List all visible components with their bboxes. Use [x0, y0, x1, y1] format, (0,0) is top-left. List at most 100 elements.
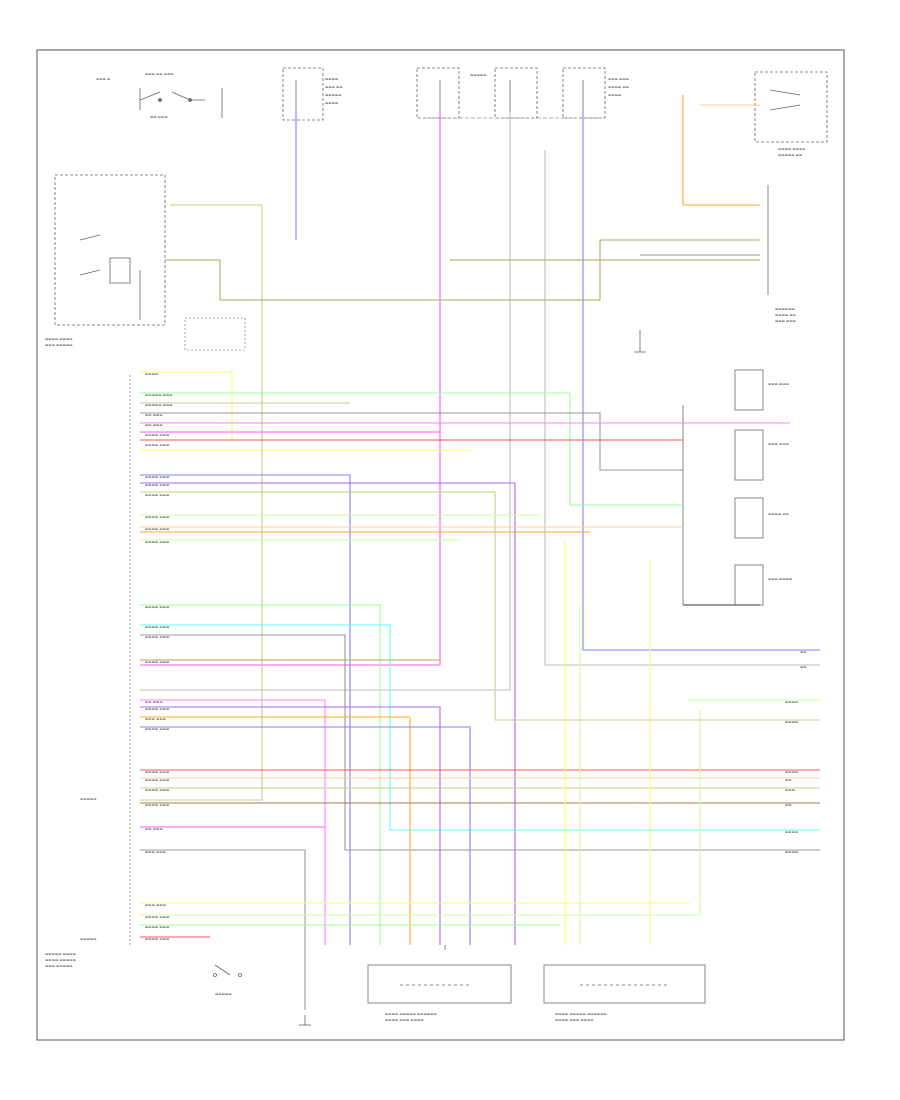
ignition-switch: ▬▬▬ ▬ ▬▬▬ ▬▬ ▬▬▬ ▬▬ ▬▬▬	[96, 72, 223, 119]
wire-gray-2	[544, 150, 820, 666]
svg-text:▬▬▬▬ ▬▬▬: ▬▬▬▬ ▬▬▬	[145, 770, 169, 774]
svg-text:▬▬: ▬▬	[800, 665, 807, 669]
wire-gray-4	[140, 412, 683, 471]
right-edge-labels: ▬▬ ▬▬ ▬▬▬▬ ▬▬▬▬ ▬▬▬▬ ▬▬ ▬▬▬ ▬▬ ▬▬▬▬ ▬▬▬▬	[785, 650, 807, 854]
svg-text:▬▬▬▬: ▬▬▬▬	[785, 700, 798, 704]
svg-text:▬▬ ▬▬▬: ▬▬ ▬▬▬	[145, 827, 163, 831]
hot-fuse-1: ▬▬▬▬ ▬▬▬ ▬▬ ▬▬▬▬▬ ▬▬▬▬	[282, 67, 343, 121]
wire-blue-4	[140, 726, 471, 945]
wire-green-1	[140, 392, 683, 506]
wire-gray-1	[140, 112, 511, 691]
svg-text:▬▬▬▬: ▬▬▬▬	[145, 372, 158, 376]
svg-text:▬▬▬▬: ▬▬▬▬	[785, 770, 798, 774]
svg-text:▬▬▬▬ ▬▬▬: ▬▬▬▬ ▬▬▬	[145, 443, 169, 447]
wire-violet-1	[140, 482, 516, 945]
svg-text:▬▬: ▬▬	[785, 803, 792, 807]
pcm-right: ▬▬▬▬▬▬ ▬▬▬▬ ▬▬ ▬▬▬ ▬▬▬	[767, 185, 796, 323]
speed-sensor-left: ▬▬▬▬ ▬▬▬▬▬ ▬▬▬▬▬▬ ▬▬▬▬ ▬▬▬ ▬▬▬▬	[367, 964, 512, 1022]
svg-text:▬▬▬▬ ▬▬▬: ▬▬▬▬ ▬▬▬	[145, 915, 169, 919]
svg-text:▬▬▬ ▬▬▬: ▬▬▬ ▬▬▬	[775, 319, 796, 323]
svg-text:▬▬▬▬ ▬▬▬▬▬: ▬▬▬▬ ▬▬▬▬▬	[45, 958, 76, 962]
svg-text:▬▬▬▬▬: ▬▬▬▬▬	[80, 797, 97, 801]
svg-text:▬▬▬▬ ▬▬▬: ▬▬▬▬ ▬▬▬	[145, 635, 169, 639]
svg-text:▬▬▬ ▬▬▬: ▬▬▬ ▬▬▬	[768, 442, 789, 446]
svg-text:▬▬▬▬: ▬▬▬▬	[785, 850, 798, 854]
hot-fuse-3: ▬▬▬ ▬▬▬ ▬▬▬▬ ▬▬ ▬▬▬▬	[494, 67, 629, 119]
svg-text:▬▬ ▬▬▬: ▬▬ ▬▬▬	[145, 423, 163, 427]
svg-text:▬▬▬▬▬: ▬▬▬▬▬	[80, 937, 97, 941]
svg-text:▬▬ ▬▬▬: ▬▬ ▬▬▬	[145, 700, 163, 704]
transmission-range-sensor: ▬▬▬▬ ▬▬▬▬ ▬▬▬▬▬ ▬▬	[754, 71, 828, 157]
torque-converter-clutch-solenoid: ▬▬▬▬ ▬▬	[734, 497, 789, 539]
svg-text:▬▬▬ ▬▬▬: ▬▬▬ ▬▬▬	[145, 903, 166, 907]
svg-text:▬▬▬▬ ▬▬▬: ▬▬▬▬ ▬▬▬	[145, 925, 169, 929]
svg-text:▬▬▬▬ ▬▬▬ ▬▬▬▬: ▬▬▬▬ ▬▬▬ ▬▬▬▬	[555, 1018, 594, 1022]
svg-text:▬▬ ▬▬▬: ▬▬ ▬▬▬	[145, 413, 163, 417]
pressure-control-solenoid: ▬▬▬ ▬▬▬▬	[734, 564, 792, 606]
svg-text:▬▬▬▬ ▬▬▬: ▬▬▬▬ ▬▬▬	[145, 660, 169, 664]
overdrive-switch: ▬▬▬▬▬	[213, 964, 242, 996]
svg-text:▬▬▬ ▬▬▬▬▬: ▬▬▬ ▬▬▬▬▬	[45, 343, 73, 347]
fuse-box-top-left	[184, 317, 246, 351]
svg-text:▬▬▬▬▬: ▬▬▬▬▬	[215, 992, 232, 996]
svg-text:▬▬▬▬ ▬▬▬▬▬ ▬▬▬▬▬▬: ▬▬▬▬ ▬▬▬▬▬ ▬▬▬▬▬▬	[385, 1012, 437, 1016]
svg-text:▬▬▬▬ ▬▬▬: ▬▬▬▬ ▬▬▬	[145, 475, 169, 479]
svg-text:▬▬▬▬ ▬▬▬: ▬▬▬▬ ▬▬▬	[145, 540, 169, 544]
svg-text:▬▬▬▬ ▬▬▬▬: ▬▬▬▬ ▬▬▬▬	[778, 147, 806, 151]
svg-text:▬▬: ▬▬	[785, 778, 792, 782]
svg-text:▬▬▬▬▬ ▬▬▬: ▬▬▬▬▬ ▬▬▬	[145, 403, 173, 407]
wire-violet-2	[140, 706, 441, 945]
diagram-frame	[36, 49, 845, 1041]
wire-lightgreen-2	[140, 710, 701, 916]
svg-text:▬▬▬▬ ▬▬: ▬▬▬▬ ▬▬	[775, 313, 796, 317]
svg-text:▬▬▬ ▬▬ ▬▬▬: ▬▬▬ ▬▬ ▬▬▬	[145, 72, 174, 76]
svg-text:▬▬▬ ▬: ▬▬▬ ▬	[96, 77, 110, 81]
wire-green-3	[140, 604, 381, 945]
wire-tan-3	[140, 491, 820, 721]
wire-blue-3	[140, 474, 351, 945]
svg-text:▬▬▬▬ ▬▬▬: ▬▬▬▬ ▬▬▬	[145, 483, 169, 487]
svg-text:▬▬▬▬ ▬▬▬: ▬▬▬▬ ▬▬▬	[145, 803, 169, 807]
svg-text:▬▬▬▬ ▬▬▬: ▬▬▬▬ ▬▬▬	[145, 433, 169, 437]
wire-olive-1	[165, 239, 760, 301]
svg-text:▬▬▬▬ ▬▬: ▬▬▬▬ ▬▬	[608, 85, 629, 89]
svg-text:▬▬▬▬ ▬▬▬: ▬▬▬▬ ▬▬▬	[145, 527, 169, 531]
wire-tan-1	[140, 204, 263, 801]
wire-orange-3	[140, 716, 411, 945]
svg-text:▬▬▬ ▬▬: ▬▬▬ ▬▬	[325, 85, 343, 89]
svg-text:▬▬▬▬ ▬▬▬ ▬▬▬▬: ▬▬▬▬ ▬▬▬ ▬▬▬▬	[385, 1018, 424, 1022]
svg-text:▬▬▬: ▬▬▬	[785, 788, 795, 792]
wire-gray-5	[140, 634, 820, 851]
svg-text:▬▬▬▬ ▬▬: ▬▬▬▬ ▬▬	[768, 512, 789, 516]
svg-text:▬▬▬ ▬▬▬▬: ▬▬▬ ▬▬▬▬	[768, 577, 792, 581]
shift-solenoid-b: ▬▬▬ ▬▬▬	[734, 429, 789, 481]
speed-sensor-right: ▬▬▬▬ ▬▬▬▬▬ ▬▬▬▬▬▬ ▬▬▬▬ ▬▬▬ ▬▬▬▬	[543, 964, 706, 1022]
svg-text:▬▬▬▬ ▬▬▬▬▬ ▬▬▬▬▬▬: ▬▬▬▬ ▬▬▬▬▬ ▬▬▬▬▬▬	[555, 1012, 607, 1016]
svg-text:▬▬▬▬ ▬▬▬: ▬▬▬▬ ▬▬▬	[145, 937, 169, 941]
svg-text:▬▬: ▬▬	[800, 650, 807, 654]
svg-text:▬▬▬▬ ▬▬▬: ▬▬▬▬ ▬▬▬	[145, 515, 169, 519]
hot-fuse-2: ▬▬▬▬▬	[416, 67, 487, 119]
svg-text:▬▬▬▬▬: ▬▬▬▬▬	[470, 73, 487, 77]
svg-text:▬▬ ▬▬▬: ▬▬ ▬▬▬	[150, 115, 168, 119]
svg-text:▬▬▬▬ ▬▬▬: ▬▬▬▬ ▬▬▬	[145, 778, 169, 782]
svg-text:▬▬▬▬: ▬▬▬▬	[785, 720, 798, 724]
svg-text:▬▬▬ ▬▬▬: ▬▬▬ ▬▬▬	[145, 717, 166, 721]
ground-g1	[299, 1015, 311, 1026]
svg-text:▬▬▬▬▬: ▬▬▬▬▬	[325, 93, 342, 97]
svg-text:▬▬▬▬▬ ▬▬: ▬▬▬▬▬ ▬▬	[778, 153, 802, 157]
svg-text:▬▬▬▬: ▬▬▬▬	[608, 93, 621, 97]
svg-text:▬▬▬▬ ▬▬▬▬: ▬▬▬▬ ▬▬▬▬	[45, 337, 73, 341]
svg-text:▬▬▬▬ ▬▬▬: ▬▬▬▬ ▬▬▬	[145, 788, 169, 792]
svg-text:▬▬▬▬▬ ▬▬▬: ▬▬▬▬▬ ▬▬▬	[145, 393, 173, 397]
svg-text:▬▬▬▬▬▬: ▬▬▬▬▬▬	[775, 307, 795, 311]
wires	[140, 95, 820, 1010]
svg-text:▬▬▬▬: ▬▬▬▬	[325, 77, 338, 81]
svg-text:▬▬▬ ▬▬▬: ▬▬▬ ▬▬▬	[608, 77, 629, 81]
svg-text:▬▬▬▬: ▬▬▬▬	[785, 830, 798, 834]
svg-text:▬▬▬▬ ▬▬▬: ▬▬▬▬ ▬▬▬	[145, 605, 169, 609]
ground-g2	[634, 330, 646, 353]
svg-text:▬▬▬▬: ▬▬▬▬	[325, 101, 338, 105]
wire-orange-1	[682, 95, 760, 206]
